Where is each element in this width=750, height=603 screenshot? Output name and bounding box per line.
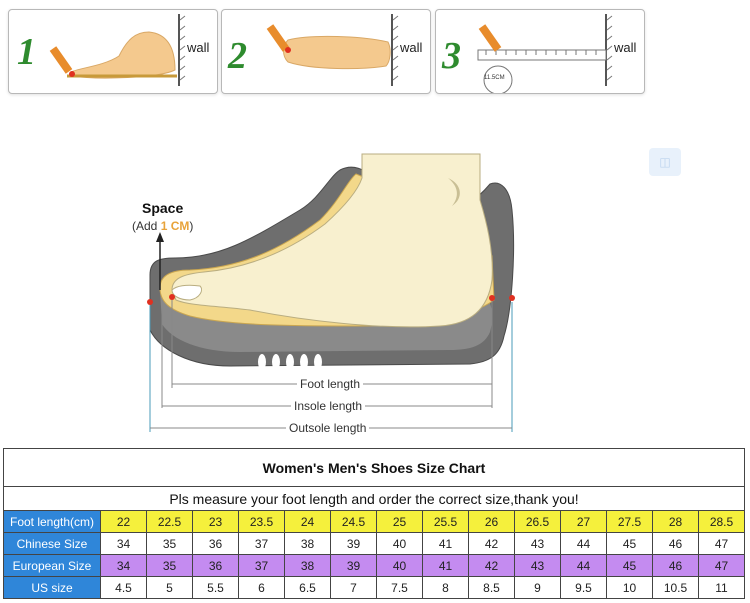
shoe-diagram (147, 153, 515, 432)
size-chart-table: Women's Men's Shoes Size Chart Pls measu… (3, 448, 745, 599)
size-cell: 36 (192, 554, 239, 577)
size-cell: 28 (652, 510, 699, 533)
size-cell: 43 (514, 554, 561, 577)
size-cell: 47 (698, 532, 745, 555)
size-cell: 11 (698, 576, 745, 599)
size-cell: 39 (330, 532, 377, 555)
size-chart-note: Pls measure your foot length and order t… (3, 486, 745, 511)
step-3-illustration (477, 14, 613, 93)
size-cell: 35 (146, 554, 193, 577)
size-row-label: Chinese Size (3, 532, 101, 555)
size-cell: 4.5 (100, 576, 147, 599)
size-cell: 25.5 (422, 510, 469, 533)
size-cell: 8.5 (468, 576, 515, 599)
foot-shape (171, 153, 493, 328)
step-1-number: 1 (17, 31, 36, 73)
step-1-panel: 1 wall (8, 9, 218, 94)
size-cell: 23 (192, 510, 239, 533)
size-cell: 45 (606, 532, 653, 555)
size-cell: 34 (100, 554, 147, 577)
watermark-icon: ◫ (649, 148, 681, 176)
size-cell: 46 (652, 554, 699, 577)
size-cell: 7.5 (376, 576, 423, 599)
step-3-number: 3 (442, 35, 461, 77)
size-cell: 10.5 (652, 576, 699, 599)
size-cell: 6.5 (284, 576, 331, 599)
size-row-label: US size (3, 576, 101, 599)
size-cell: 34 (100, 532, 147, 555)
size-cell: 36 (192, 532, 239, 555)
size-cell: 28.5 (698, 510, 745, 533)
size-cell: 42 (468, 554, 515, 577)
size-cell: 10 (606, 576, 653, 599)
size-cell: 24 (284, 510, 331, 533)
step-3-wall-label: wall (614, 40, 637, 55)
size-chart-title: Women's Men's Shoes Size Chart (3, 448, 745, 487)
size-cell: 22.5 (146, 510, 193, 533)
size-cell: 8 (422, 576, 469, 599)
foot-length-label: Foot length (297, 377, 364, 391)
size-cell: 40 (376, 532, 423, 555)
size-cell: 44 (560, 554, 607, 577)
size-cell: 27 (560, 510, 607, 533)
step-2-wall-label: wall (400, 40, 423, 55)
size-cell: 39 (330, 554, 377, 577)
insole-length-label: Insole length (291, 399, 366, 413)
size-cell: 5 (146, 576, 193, 599)
size-cell: 37 (238, 554, 285, 577)
size-cell: 9.5 (560, 576, 607, 599)
size-cell: 45 (606, 554, 653, 577)
size-cell: 35 (146, 532, 193, 555)
space-add-label: (Add 1 CM) (132, 219, 194, 233)
size-cell: 37 (238, 532, 285, 555)
size-cell: 26 (468, 510, 515, 533)
size-cell: 25 (376, 510, 423, 533)
outsole-length-label: Outsole length (286, 421, 370, 435)
size-cell: 24.5 (330, 510, 377, 533)
size-cell: 23.5 (238, 510, 285, 533)
size-cell: 47 (698, 554, 745, 577)
step-2-illustration (266, 14, 399, 86)
step-2-panel: 2 wall (221, 9, 431, 94)
size-cell: 22 (100, 510, 147, 533)
step-1-illustration (49, 14, 186, 86)
step-1-wall-label: wall (187, 40, 210, 55)
size-row-label: European Size (3, 554, 101, 577)
step-2-number: 2 (228, 35, 247, 77)
size-cell: 43 (514, 532, 561, 555)
size-cell: 6 (238, 576, 285, 599)
space-label: Space (142, 200, 184, 216)
size-cell: 38 (284, 532, 331, 555)
size-cell: 27.5 (606, 510, 653, 533)
size-cell: 26.5 (514, 510, 561, 533)
size-row-label: Foot length(cm) (3, 510, 101, 533)
size-cell: 44 (560, 532, 607, 555)
size-cell: 42 (468, 532, 515, 555)
size-cell: 41 (422, 532, 469, 555)
size-cell: 5.5 (192, 576, 239, 599)
step-3-panel: 3 wall 11.5CM (435, 9, 645, 94)
size-cell: 41 (422, 554, 469, 577)
size-cell: 9 (514, 576, 561, 599)
size-cell: 40 (376, 554, 423, 577)
size-cell: 46 (652, 532, 699, 555)
step-3-ruler-label: 11.5CM (484, 75, 505, 81)
size-cell: 38 (284, 554, 331, 577)
space-add-value: 1 CM (160, 219, 190, 233)
size-cell: 7 (330, 576, 377, 599)
